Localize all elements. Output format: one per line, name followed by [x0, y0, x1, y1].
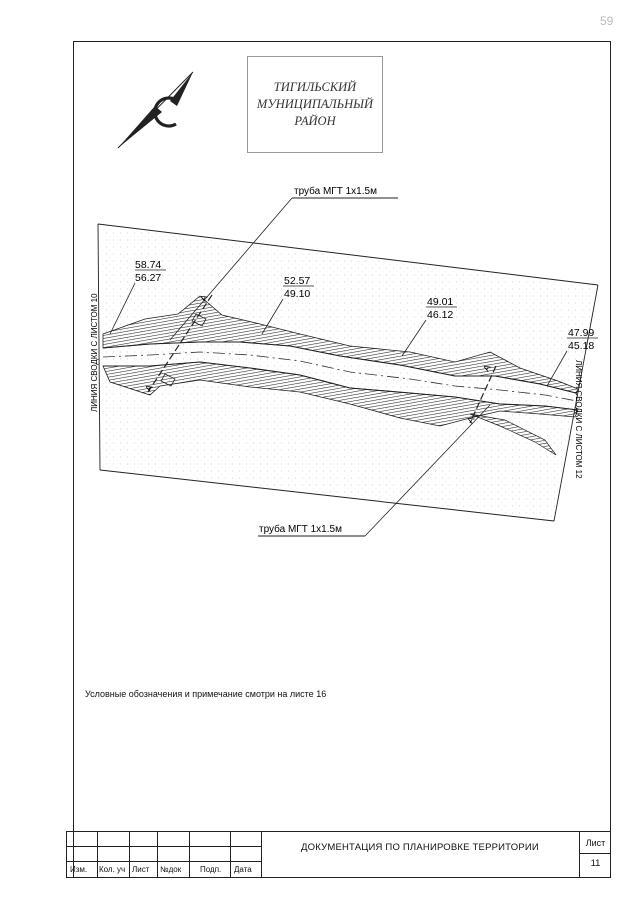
col-data: Дата: [234, 865, 252, 874]
section-mark-2: А: [143, 383, 155, 393]
title-block-left: [66, 831, 262, 878]
match-line-right: ЛИНИЯ СВОДКИ С ЛИСТОМ 12: [574, 360, 583, 479]
elevation-1-top: 58.74: [135, 259, 161, 271]
culvert-pipes: [147, 294, 497, 424]
legend-note: Условные обозначения и примечание смотри…: [85, 689, 327, 699]
col-list: Лист: [132, 865, 150, 874]
sheet-number: 11: [590, 858, 601, 869]
elevation-4-top: 47.99: [568, 327, 594, 339]
col-kol-uch: Кол. уч: [99, 865, 126, 874]
north-arrow-icon: [117, 71, 194, 149]
district-line-1: ТИГИЛЬСКИЙ: [273, 80, 357, 94]
survey-boundary: [97, 223, 599, 522]
pipe-label-top: труба МГТ 1х1.5м: [294, 185, 377, 197]
corner-mark: 59: [600, 14, 614, 28]
district-stamp: ТИГИЛЬСКИЙ МУНИЦИПАЛЬНЫЙ РАЙОН: [247, 56, 383, 153]
col-podp: Подп.: [200, 865, 222, 874]
title-block-sheet-col: [579, 831, 611, 878]
district-line-2: МУНИЦИПАЛЬНЫЙ: [256, 97, 374, 111]
section-mark-3: А: [481, 363, 493, 373]
elevation-2-bottom: 49.10: [284, 288, 310, 300]
document-title: ДОКУМЕНТАЦИЯ ПО ПЛАНИРОВКЕ ТЕРРИТОРИИ: [301, 842, 539, 853]
section-mark-4: А: [465, 415, 477, 425]
elevation-3-bottom: 46.12: [427, 309, 453, 321]
carriageway: [102, 341, 579, 411]
section-marks: А А А А: [143, 293, 493, 425]
section-mark-1: А: [198, 293, 210, 303]
elevation-2-top: 52.57: [284, 275, 310, 287]
pipe-leaders: труба МГТ 1х1.5м труба МГТ 1х1.5м: [169, 185, 491, 537]
sheet-label: Лист: [585, 838, 606, 848]
elevation-1-bottom: 56.27: [135, 272, 161, 284]
col-izm: Изм.: [70, 865, 88, 874]
pipe-label-bottom: труба МГТ 1х1.5м: [259, 523, 342, 535]
elevation-marks: 58.74 56.27 52.57 49.10 49.01 46.12 47.9…: [109, 259, 598, 387]
col-ndok: №док: [160, 865, 182, 874]
match-line-left: ЛИНИЯ СВОДКИ С ЛИСТОМ 10: [90, 293, 99, 412]
district-line-3: РАЙОН: [294, 114, 336, 128]
elevation-3-top: 49.01: [427, 296, 453, 308]
elevation-4-bottom: 45.18: [568, 340, 594, 352]
